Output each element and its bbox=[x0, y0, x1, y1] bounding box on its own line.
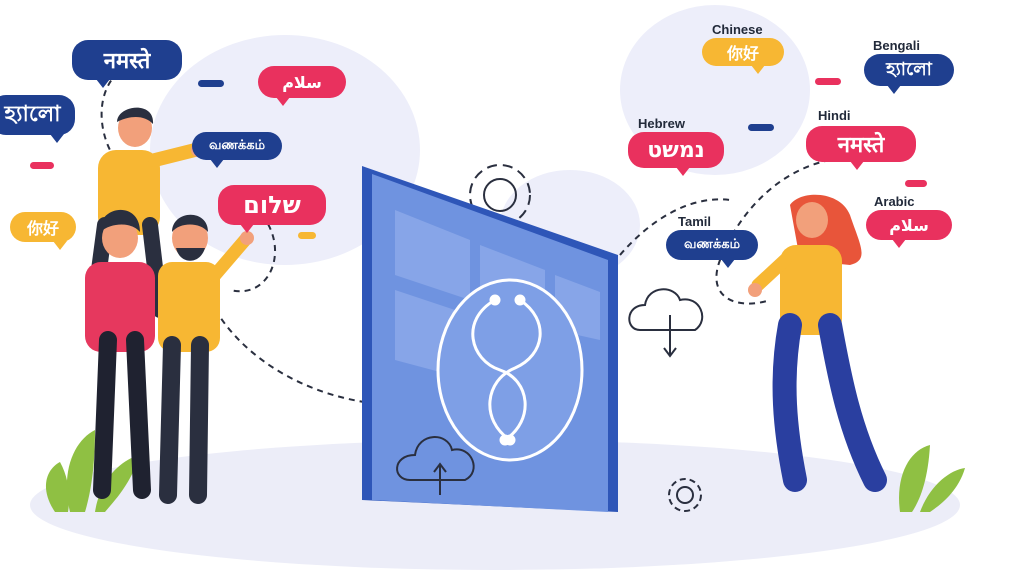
bubble-hebrew-right: נמשט bbox=[628, 132, 724, 176]
illustration bbox=[45, 71, 965, 512]
cloud-upload-icon bbox=[396, 436, 475, 495]
plant-right bbox=[899, 445, 965, 512]
decor-dash bbox=[298, 232, 316, 239]
person-woman-right bbox=[748, 194, 887, 492]
translation-screen bbox=[362, 166, 618, 512]
bubble-chinese-right: 你好 bbox=[702, 38, 784, 74]
decor-dash bbox=[198, 80, 224, 87]
connector-path bbox=[619, 198, 731, 256]
label-arabic: Arabic bbox=[874, 194, 915, 209]
small-gear-icon bbox=[668, 478, 702, 512]
decor-dash bbox=[815, 78, 841, 85]
decor-dash bbox=[30, 162, 54, 169]
label-tamil: Tamil bbox=[678, 214, 711, 229]
bubble-arabic-right: سلام bbox=[866, 210, 952, 248]
person-woman bbox=[85, 209, 155, 499]
label-bengali: Bengali bbox=[873, 38, 920, 53]
bubble-chinese-left: 你好 bbox=[10, 212, 76, 250]
label-chinese: Chinese bbox=[712, 22, 763, 37]
bubble-bengali-left: হ্যালো bbox=[0, 95, 75, 143]
bubble-hindi-right: नमस्ते bbox=[806, 126, 916, 170]
label-hindi: Hindi bbox=[818, 108, 851, 123]
bubble-tamil-right: வணக்கம் bbox=[666, 230, 758, 268]
bubble-bengali-right: হ্যালো bbox=[864, 54, 954, 94]
decor-dash bbox=[748, 124, 774, 131]
bubble-arabic-left: سلام bbox=[258, 66, 346, 106]
bubble-tamil-left: வணக்கம் bbox=[192, 132, 282, 168]
person-man-bearded bbox=[158, 214, 254, 504]
gear-icon bbox=[469, 164, 531, 226]
bubble-hindi-left: नमस्ते bbox=[72, 40, 182, 88]
connector-path bbox=[100, 71, 119, 151]
bubble-hebrew-left: שלום bbox=[218, 185, 326, 233]
label-hebrew: Hebrew bbox=[638, 116, 685, 131]
decor-dash bbox=[905, 180, 927, 187]
plant-left bbox=[45, 430, 140, 512]
connector-path bbox=[229, 214, 277, 293]
cloud-download-icon bbox=[628, 288, 704, 358]
